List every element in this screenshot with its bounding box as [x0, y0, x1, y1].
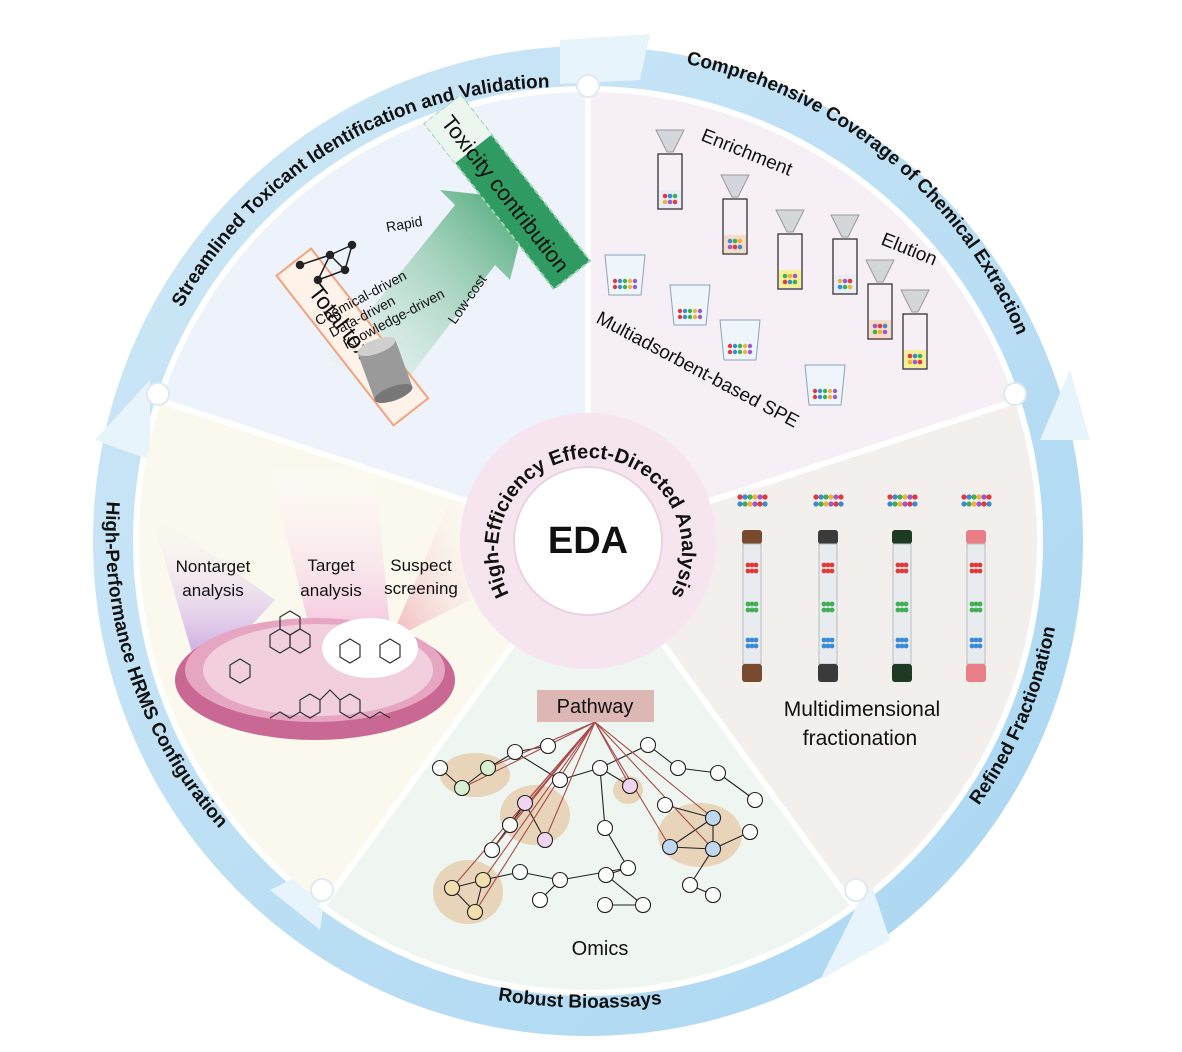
- suspect-label-1: Suspect: [390, 556, 452, 575]
- network-node: [591, 759, 609, 777]
- network-node: [746, 791, 764, 809]
- network-icon: [295, 240, 357, 285]
- target-spot: [322, 618, 418, 678]
- ring-nodes: [146, 74, 1027, 902]
- network-node: [704, 840, 722, 858]
- target-label-2: analysis: [300, 581, 361, 600]
- sector-extraction: [588, 92, 1015, 541]
- network-node: [551, 871, 569, 889]
- network-node: [511, 863, 529, 881]
- fraction-column: [961, 494, 992, 682]
- omics-label: Omics: [572, 938, 629, 960]
- center-title: EDA: [548, 520, 628, 562]
- spe-cartridge: [900, 289, 930, 370]
- nontarget-label-2: analysis: [182, 581, 243, 600]
- network-node: [506, 743, 524, 761]
- network-node: [639, 736, 657, 754]
- molecule-structures: [229, 610, 401, 719]
- beaker-icon: [669, 284, 711, 326]
- network-node: [443, 879, 461, 897]
- network-node: [431, 759, 449, 777]
- network-node: [453, 779, 471, 797]
- network-node: [483, 841, 501, 859]
- network-node: [619, 859, 637, 877]
- network-node: [681, 876, 699, 894]
- network-node: [597, 866, 615, 884]
- target-label-1: Target: [307, 556, 355, 575]
- fractionation-columns: [737, 494, 992, 682]
- network-node: [551, 771, 569, 789]
- network-node: [531, 891, 549, 909]
- network-node: [656, 796, 674, 814]
- spe-cartridge: [865, 259, 895, 340]
- pathway-box: [537, 690, 654, 722]
- spe-cartridges: [604, 129, 930, 406]
- network-node: [466, 903, 484, 921]
- network-node: [516, 794, 534, 812]
- spe-cartridge: [775, 209, 805, 290]
- network-node: [741, 823, 759, 841]
- network-node: [474, 871, 492, 889]
- spe-cartridge: [720, 174, 750, 255]
- network-node: [704, 886, 722, 904]
- network-node: [479, 759, 497, 777]
- center-disc: [513, 466, 663, 616]
- pathway-label: Pathway: [557, 696, 634, 718]
- beaker-icon: [719, 319, 761, 361]
- network-node: [596, 896, 614, 914]
- network-node: [539, 737, 557, 755]
- omics-network: [431, 721, 764, 924]
- fraction-column: [813, 494, 844, 682]
- network-node: [634, 896, 652, 914]
- fraction-column: [887, 494, 918, 682]
- beaker-icon: [804, 364, 846, 406]
- beaker-icon: [604, 254, 646, 296]
- fractionation-caption-2: fractionation: [803, 727, 917, 750]
- network-node: [709, 764, 727, 782]
- nontarget-label-1: Nontarget: [176, 557, 251, 576]
- fraction-column: [737, 494, 768, 682]
- network-node: [621, 777, 639, 795]
- network-node: [669, 759, 687, 777]
- network-node: [536, 831, 554, 849]
- ring-chevrons: [95, 34, 1090, 980]
- spe-cartridge: [830, 214, 860, 295]
- spe-cartridge: [655, 129, 685, 210]
- rapid-label: Rapid: [385, 213, 424, 235]
- network-node: [596, 819, 614, 837]
- network-node: [501, 816, 519, 834]
- network-node: [661, 838, 679, 856]
- identification-panel: Total toxicity Toxicity contribution Rap…: [275, 93, 592, 427]
- fractionation-panel: Multidimensional fractionation: [737, 494, 992, 750]
- network-node: [704, 809, 722, 827]
- fractionation-caption-1: Multidimensional: [784, 698, 940, 721]
- suspect-label-2: screening: [384, 579, 458, 598]
- database-cylinder-icon: [357, 337, 413, 403]
- hrms-panel: Nontarget analysis Target analysis Suspe…: [150, 470, 470, 740]
- bioassays-panel: Pathway Omics: [431, 690, 764, 960]
